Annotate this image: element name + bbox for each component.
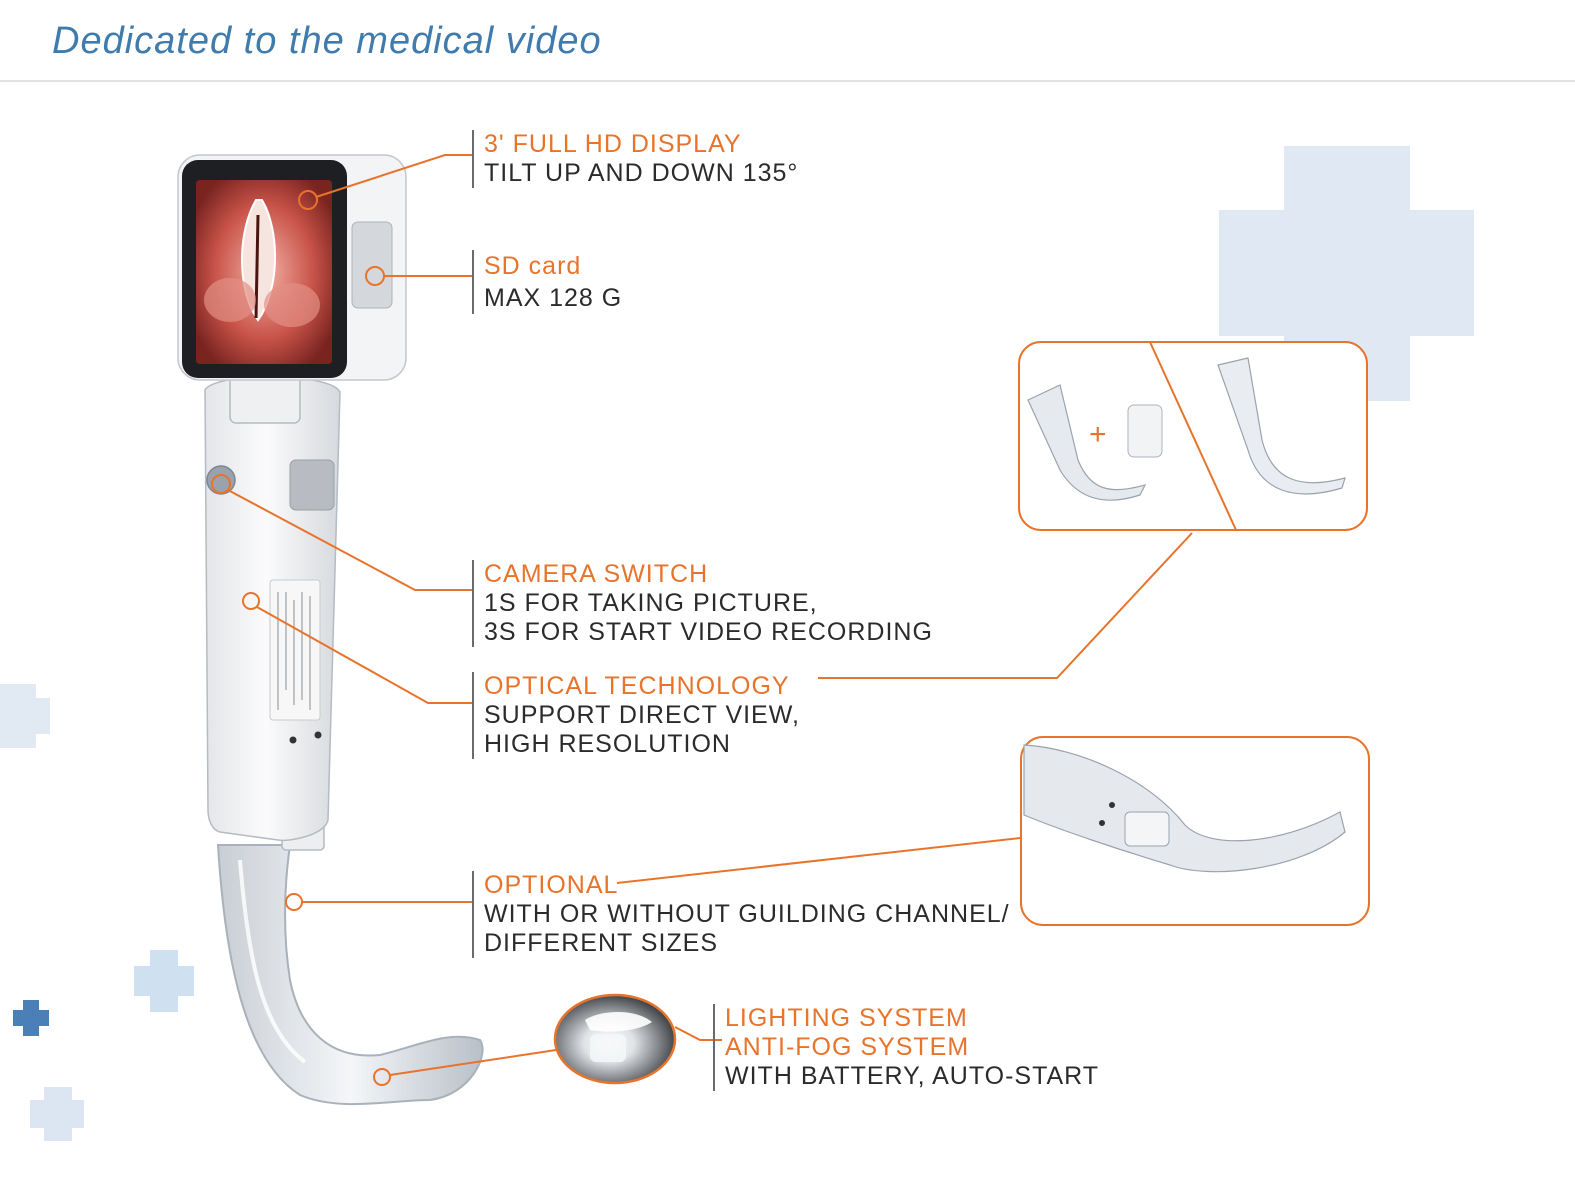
callout-optical-line-1: SUPPORT DIRECT VIEW, — [484, 701, 800, 729]
cross-small-dark — [13, 1000, 49, 1036]
page-title: Dedicated to the medical video — [52, 20, 602, 62]
handle-label — [269, 579, 321, 721]
callout-lighting: LIGHTING SYSTEM ANTI-FOG SYSTEM WITH BAT… — [713, 1004, 1099, 1091]
callout-camera-switch-line-2: 3S FOR START VIDEO RECORDING — [484, 618, 933, 646]
callout-optional-line-2: DIFFERENT SIZES — [484, 929, 719, 957]
callout-sd-card-line: MAX 128 G — [484, 284, 623, 312]
cross-small-light-2 — [30, 1087, 84, 1141]
cross-left-decoration — [0, 684, 50, 748]
inset-blade-options — [1018, 341, 1368, 531]
lighting-closeup — [553, 993, 677, 1085]
side-window — [289, 459, 335, 511]
plus-symbol: + — [1089, 418, 1107, 451]
cross-small-light-1 — [134, 950, 194, 1012]
laryngoscope-device — [177, 154, 484, 1106]
callout-optional: OPTIONAL WITH OR WITHOUT GUILDING CHANNE… — [472, 871, 1010, 958]
callout-camera-switch-line-1: 1S FOR TAKING PICTURE, — [484, 589, 818, 617]
callout-optical-line-2: HIGH RESOLUTION — [484, 730, 731, 758]
callout-optional-title: OPTIONAL — [484, 871, 619, 899]
callout-sd-card-title: SD card — [484, 252, 582, 280]
header-divider — [0, 80, 1575, 82]
callout-optical-title: OPTICAL TECHNOLOGY — [484, 672, 790, 700]
hinge — [229, 374, 301, 424]
callout-camera-switch: CAMERA SWITCH 1S FOR TAKING PICTURE, 3S … — [472, 560, 933, 647]
callout-display: 3' FULL HD DISPLAY TILT UP AND DOWN 135° — [472, 130, 798, 188]
callout-camera-switch-title: CAMERA SWITCH — [484, 560, 709, 588]
inset-channel-blade — [1020, 736, 1370, 926]
camera-switch-button — [206, 465, 236, 495]
callout-lighting-title-2: ANTI-FOG SYSTEM — [725, 1033, 970, 1061]
callout-optional-line-1: WITH OR WITHOUT GUILDING CHANNEL/ — [484, 900, 1010, 928]
callout-lighting-title: LIGHTING SYSTEM — [725, 1004, 968, 1032]
callout-display-line: TILT UP AND DOWN 135° — [484, 159, 799, 187]
callout-optical: OPTICAL TECHNOLOGY SUPPORT DIRECT VIEW, … — [472, 672, 800, 759]
callout-display-title: 3' FULL HD DISPLAY — [484, 130, 742, 158]
sd-card-slot — [351, 221, 393, 309]
callout-leaders — [211, 154, 1193, 1086]
callout-sd-card: SD card MAX 128 G — [472, 250, 622, 314]
callout-lighting-line: WITH BATTERY, AUTO-START — [725, 1062, 1100, 1090]
